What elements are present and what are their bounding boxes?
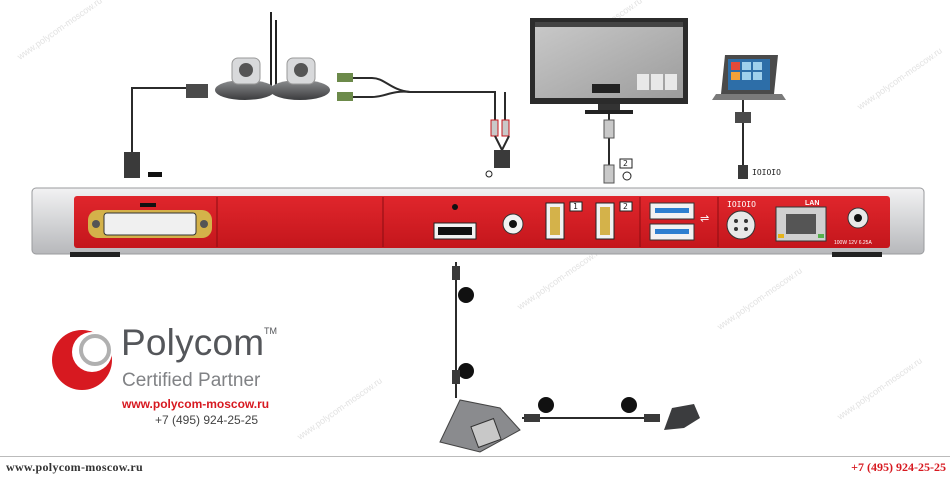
db-connector-icon bbox=[735, 112, 751, 123]
chassis-foot bbox=[70, 252, 120, 257]
mic-plug-icon bbox=[644, 414, 660, 422]
monitor-1-number: 1 bbox=[573, 202, 578, 211]
serial-cable-label: IOIOIO bbox=[752, 168, 781, 177]
screw-icon bbox=[200, 220, 208, 228]
usb-port-1-tongue bbox=[655, 208, 689, 213]
watermark-text: www.polycom-moscow.ru bbox=[855, 45, 944, 112]
partner-phone: +7 (495) 924-25-25 bbox=[155, 413, 258, 427]
mic-plug-icon bbox=[452, 370, 460, 384]
codec-rear-panel: 1 2 ⇌ IOIOIO LAN 100W 12V 6.25A bbox=[32, 188, 924, 257]
hdmi-in-slot bbox=[438, 227, 472, 235]
monitor-out-icon bbox=[623, 172, 631, 180]
camera-control-cable bbox=[124, 84, 208, 178]
serial-port-label: IOIOIO bbox=[727, 200, 756, 209]
controller-tile-icon bbox=[731, 62, 740, 70]
audio-jack-icon bbox=[494, 150, 510, 168]
screw-icon bbox=[92, 220, 100, 228]
external-mic-pod-icon bbox=[664, 404, 700, 430]
screen-tile-icon bbox=[665, 74, 677, 90]
serial-pin bbox=[744, 227, 748, 231]
microphone-icon bbox=[538, 397, 554, 413]
microphone-icon bbox=[458, 363, 474, 379]
power-port-pin bbox=[854, 214, 862, 222]
serial-pin bbox=[734, 219, 738, 223]
hdmi-out-2-slot bbox=[600, 207, 610, 235]
lan-led-icon bbox=[818, 234, 824, 238]
rca-plug-icon bbox=[337, 92, 353, 101]
video-port-icon bbox=[140, 203, 156, 207]
microphone-pod-icon bbox=[621, 397, 637, 413]
controller-base bbox=[712, 94, 786, 100]
db-connector-icon bbox=[186, 84, 208, 98]
db-connector-icon bbox=[124, 152, 140, 178]
controller-tile-icon bbox=[731, 72, 740, 80]
lan-socket bbox=[786, 214, 816, 234]
controller-tile-icon bbox=[742, 62, 751, 70]
monitor-base bbox=[585, 110, 633, 114]
watermark-text: www.polycom-moscow.ru bbox=[515, 245, 604, 312]
partner-logo-block: Polycom TM Certified Partner www.polycom… bbox=[48, 322, 278, 432]
partner-website[interactable]: www.polycom-moscow.ru bbox=[122, 397, 269, 411]
camera-lens-icon bbox=[239, 63, 253, 77]
watermark-text: www.polycom-moscow.ru bbox=[715, 265, 804, 332]
camera-lens-icon bbox=[294, 63, 308, 77]
watermark-text: www.polycom-moscow.ru bbox=[835, 355, 924, 422]
monitor-2-number: 2 bbox=[623, 202, 628, 211]
microphone-icon bbox=[458, 287, 474, 303]
serial-port bbox=[727, 211, 755, 239]
trademark: TM bbox=[264, 326, 277, 336]
hdmi-out-1-slot bbox=[550, 207, 560, 235]
serial-pin bbox=[744, 219, 748, 223]
ptz-cameras bbox=[215, 12, 330, 100]
power-rating-label: 100W 12V 6.25A bbox=[834, 240, 872, 246]
mic-plug-icon bbox=[524, 414, 540, 422]
partner-tagline: Certified Partner bbox=[122, 370, 260, 392]
rca-plug-icon bbox=[337, 73, 353, 82]
monitor: 2 bbox=[530, 18, 688, 183]
chassis-foot bbox=[832, 252, 882, 257]
audio-in-icon bbox=[486, 171, 492, 177]
video-port-icon bbox=[148, 172, 162, 177]
brand-name: Polycom bbox=[121, 322, 264, 364]
camera-input-icon bbox=[452, 204, 458, 210]
monitor-stand bbox=[598, 104, 620, 110]
mic-plug-icon bbox=[452, 266, 460, 280]
controller-tile-icon bbox=[742, 72, 751, 80]
rca-plug-icon bbox=[502, 120, 509, 136]
screen-tile-icon bbox=[637, 74, 649, 90]
footer-phone: +7 (495) 924-25-25 bbox=[851, 460, 946, 475]
screen-tile-icon bbox=[651, 74, 663, 90]
usb-port-2-tongue bbox=[655, 229, 689, 234]
rca-plug-icon bbox=[491, 120, 498, 136]
monitor-number-label: 2 bbox=[623, 159, 628, 168]
hdmi-plug-icon bbox=[604, 120, 614, 138]
usb-icon: ⇌ bbox=[700, 212, 709, 225]
audio-jack-hole bbox=[509, 220, 517, 228]
watermark-text: www.polycom-moscow.ru bbox=[15, 0, 104, 62]
dvi-port bbox=[104, 213, 196, 235]
hdmi-plug-icon bbox=[604, 165, 614, 183]
serial-pin bbox=[734, 227, 738, 231]
microphone-chain bbox=[440, 262, 700, 452]
footer-website[interactable]: www.polycom-moscow.ru bbox=[6, 460, 143, 475]
controller-tile-icon bbox=[753, 62, 762, 70]
controller-tile-icon bbox=[753, 72, 762, 80]
screen-toolbar bbox=[592, 84, 620, 93]
lan-label: LAN bbox=[805, 200, 819, 207]
screen-titlebar bbox=[535, 22, 683, 27]
touch-controller: IOIOIO bbox=[712, 55, 786, 179]
watermark-text: www.polycom-moscow.ru bbox=[295, 375, 384, 442]
audio-cables bbox=[337, 73, 510, 177]
lan-led-icon bbox=[778, 234, 784, 238]
serial-plug-icon bbox=[738, 165, 748, 179]
